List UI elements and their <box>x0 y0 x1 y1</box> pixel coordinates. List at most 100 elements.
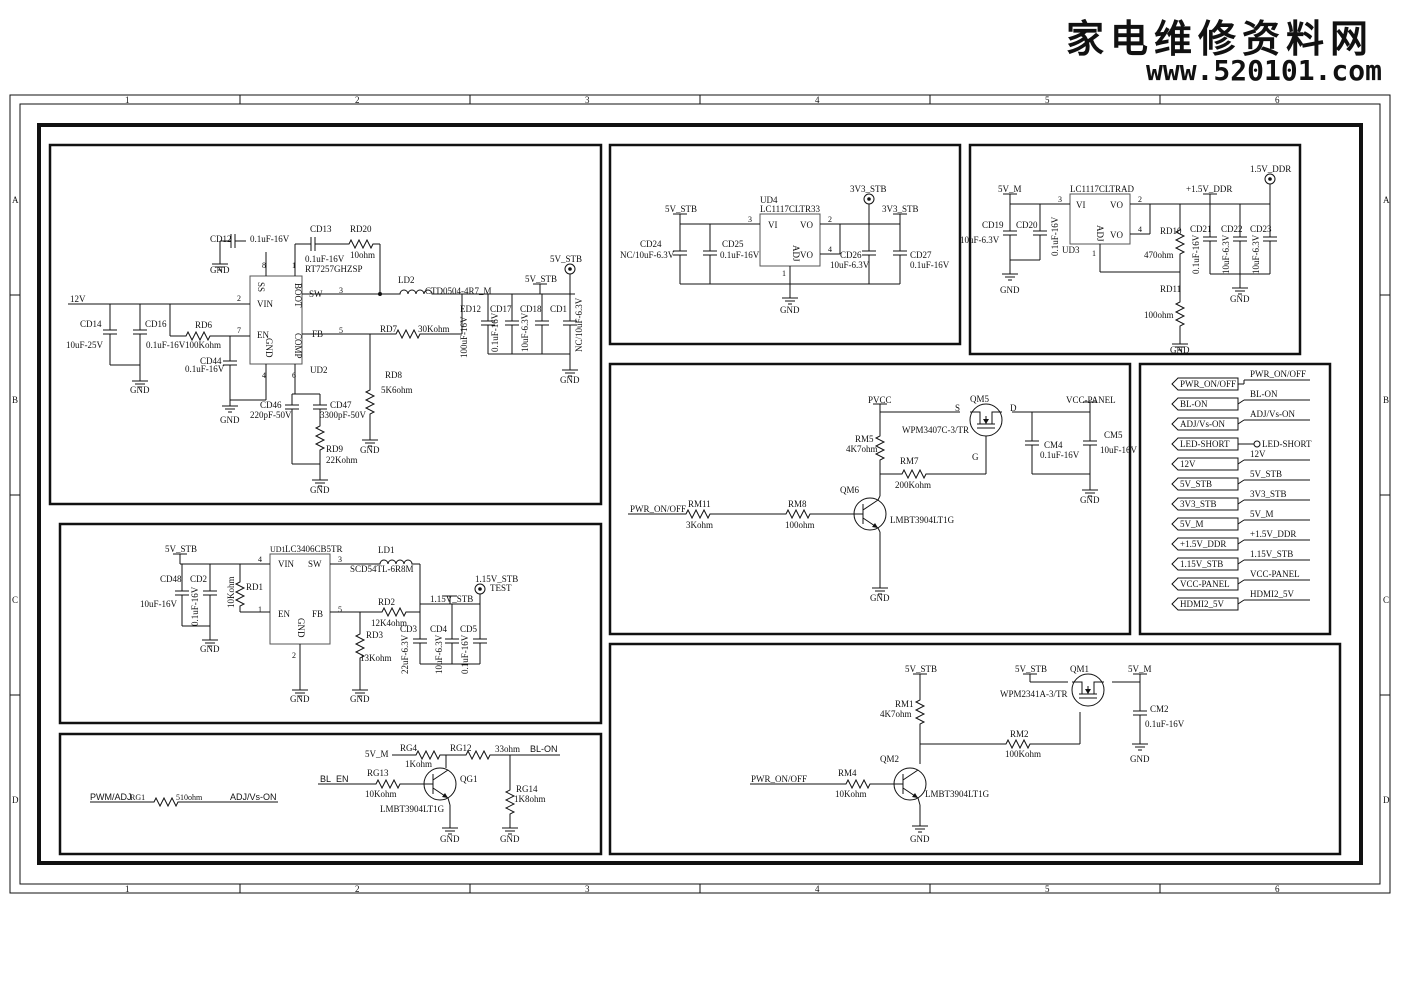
svg-text:RD3: RD3 <box>366 630 384 640</box>
svg-text:0.1uF-16V: 0.1uF-16V <box>1191 234 1201 274</box>
svg-text:1K8ohm: 1K8ohm <box>514 794 546 804</box>
svg-text:5V_M: 5V_M <box>998 184 1022 194</box>
svg-text:12K4ohm: 12K4ohm <box>371 618 407 628</box>
svg-text:FB: FB <box>312 609 323 619</box>
svg-text:CD20: CD20 <box>1016 220 1038 230</box>
svg-text:CD18: CD18 <box>520 304 542 314</box>
svg-text:33ohm: 33ohm <box>495 744 520 754</box>
col-label: 1 <box>125 884 130 894</box>
row-label: B <box>12 395 18 405</box>
row-label: D <box>1383 795 1390 805</box>
svg-text:10uF-6.3V: 10uF-6.3V <box>1251 234 1261 274</box>
block-5vm-switch <box>608 642 1342 856</box>
pin-ss: SS <box>256 282 266 292</box>
svg-text:5V_STB: 5V_STB <box>1015 664 1047 674</box>
svg-text:CTD0504-4R7_M: CTD0504-4R7_M <box>425 286 492 296</box>
col-label: 3 <box>585 95 590 105</box>
svg-text:3: 3 <box>338 555 342 564</box>
svg-text:PWM/ADJ: PWM/ADJ <box>90 792 132 802</box>
svg-text:22uF-6.3V: 22uF-6.3V <box>400 634 410 674</box>
sheet-border <box>37 123 1363 865</box>
svg-text:GND: GND <box>1230 294 1250 304</box>
svg-text:CD16: CD16 <box>145 319 167 329</box>
svg-text:2: 2 <box>828 215 832 224</box>
svg-text:2: 2 <box>292 651 296 660</box>
svg-text:5V_STB: 5V_STB <box>665 204 697 214</box>
svg-text:PVCC: PVCC <box>868 395 892 405</box>
svg-text:3: 3 <box>339 286 343 295</box>
svg-text:VO: VO <box>1110 200 1123 210</box>
svg-text:PWR_ON/OFF: PWR_ON/OFF <box>751 774 807 784</box>
block-backlight <box>58 732 603 856</box>
svg-text:QG1: QG1 <box>460 774 478 784</box>
col-label: 2 <box>355 95 360 105</box>
svg-text:0.1uF-16V: 0.1uF-16V <box>250 234 290 244</box>
svg-text:GND: GND <box>310 485 330 495</box>
svg-text:5V_STB: 5V_STB <box>905 664 937 674</box>
svg-text:RD7: RD7 <box>380 324 398 334</box>
port-row: +1.5V_DDR+1.5V_DDR <box>1171 529 1310 551</box>
svg-text:SCD54TL-6R8M: SCD54TL-6R8M <box>350 564 414 574</box>
svg-text:4K7ohm: 4K7ohm <box>880 709 912 719</box>
svg-text:EN: EN <box>278 609 290 619</box>
svg-text:VO: VO <box>800 220 813 230</box>
svg-text:5V_STB: 5V_STB <box>165 544 197 554</box>
column-ticks <box>10 95 1390 893</box>
col-label: 1 <box>125 95 130 105</box>
block-12v-buck <box>48 143 603 506</box>
svg-text:RG14: RG14 <box>516 784 538 794</box>
pin-comp: COMP <box>293 333 303 359</box>
svg-text:RG13: RG13 <box>367 768 389 778</box>
svg-text:RM2: RM2 <box>1010 729 1029 739</box>
col-label: 5 <box>1045 95 1050 105</box>
svg-text:GND: GND <box>350 694 370 704</box>
svg-text:D: D <box>1010 403 1017 413</box>
svg-text:CM4: CM4 <box>1044 440 1063 450</box>
svg-text:8: 8 <box>262 261 266 270</box>
svg-text:CD3: CD3 <box>400 624 418 634</box>
svg-text:0.1uF-16V: 0.1uF-16V <box>1040 450 1080 460</box>
ud2-chip <box>249 275 303 365</box>
svg-text:LMBT3904LT1G: LMBT3904LT1G <box>925 789 990 799</box>
svg-text:QM1: QM1 <box>1070 664 1089 674</box>
svg-text:QM6: QM6 <box>840 485 860 495</box>
svg-text:220pF-50V: 220pF-50V <box>250 410 292 420</box>
svg-text:3300pF-50V: 3300pF-50V <box>320 410 367 420</box>
svg-text:0.1uF-16V: 0.1uF-16V <box>490 312 500 352</box>
svg-text:CD48: CD48 <box>160 574 182 584</box>
svg-text:10uF-6.3V: 10uF-6.3V <box>1221 234 1231 274</box>
svg-text:CD4: CD4 <box>430 624 448 634</box>
svg-text:1.15V_STB: 1.15V_STB <box>1250 549 1293 559</box>
svg-text:CD2: CD2 <box>190 574 207 584</box>
svg-text:VI: VI <box>768 220 778 230</box>
svg-text:ADJ/Vs-ON: ADJ/Vs-ON <box>1180 419 1226 429</box>
svg-text:UD4: UD4 <box>760 195 778 205</box>
svg-text:GND: GND <box>130 385 150 395</box>
svg-text:S: S <box>955 403 960 413</box>
svg-text:NC/10uF-6.3V: NC/10uF-6.3V <box>574 297 584 352</box>
svg-text:5V_M: 5V_M <box>1180 519 1204 529</box>
svg-text:GND: GND <box>500 834 520 844</box>
svg-text:LC1117CLTRAD: LC1117CLTRAD <box>1070 184 1135 194</box>
svg-text:4: 4 <box>262 371 266 380</box>
svg-text:5K6ohm: 5K6ohm <box>381 385 413 395</box>
svg-text:0.1uF-16V: 0.1uF-16V <box>305 254 345 264</box>
svg-text:ADJ/Vs-ON: ADJ/Vs-ON <box>230 792 277 802</box>
svg-text:CD12: CD12 <box>210 234 232 244</box>
svg-text:1.15V_STB: 1.15V_STB <box>475 574 518 584</box>
svg-text:LED-SHORT: LED-SHORT <box>1180 439 1230 449</box>
net-12v: 12V <box>70 294 86 304</box>
svg-text:7: 7 <box>237 326 241 335</box>
svg-text:RD9: RD9 <box>326 444 344 454</box>
svg-text:PWR_ON/OFF: PWR_ON/OFF <box>630 504 686 514</box>
svg-text:GND: GND <box>910 834 930 844</box>
row-label: B <box>1383 395 1389 405</box>
svg-text:CD22: CD22 <box>1221 224 1243 234</box>
svg-text:CD27: CD27 <box>910 250 932 260</box>
svg-text:+1.5V_DDR: +1.5V_DDR <box>1250 529 1296 539</box>
